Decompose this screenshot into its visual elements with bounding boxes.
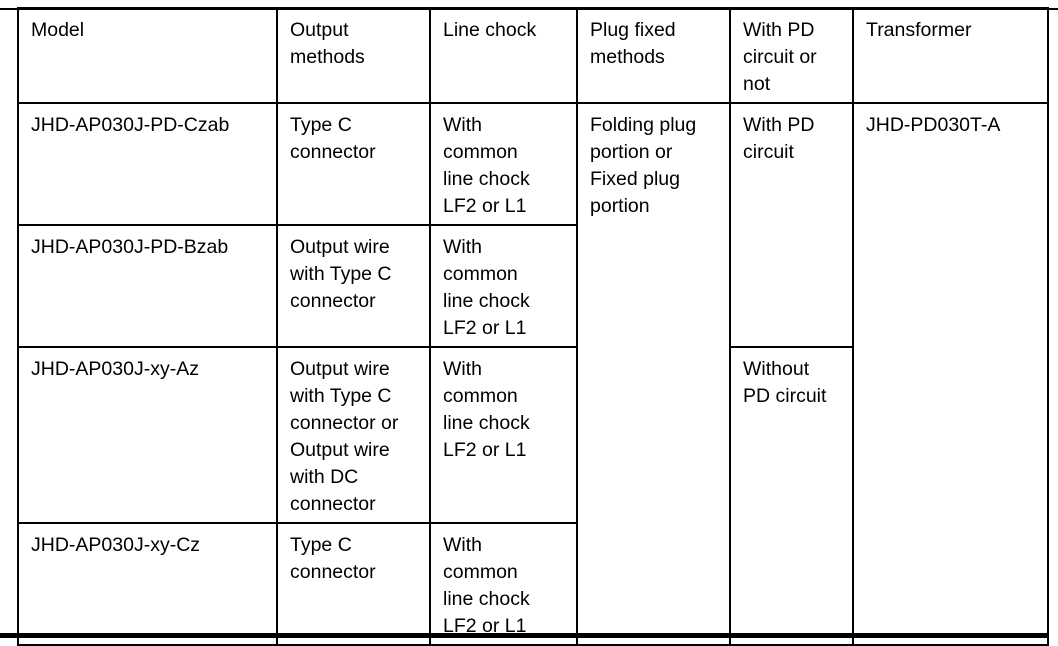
cell-output-methods-row3: Output wire with Type C connector or Out… — [276, 346, 431, 524]
header-cell-output-methods: Output methods — [276, 7, 431, 104]
table-row: JHD-AP030J-PD-Bzab Output wire with Type… — [17, 224, 1048, 348]
cell-line-chock-row1: With common line chock LF2 or L1 — [429, 102, 578, 226]
table-header-row: Model Output methods Line chock Plug fix… — [17, 7, 1049, 104]
spec-table: Model Output methods Line chock Plug fix… — [17, 7, 1049, 646]
header-cell-transformer: Transformer — [852, 7, 1049, 104]
table-row: JHD-AP030J-xy-Az Output wire with Type C… — [17, 346, 1048, 646]
header-cell-line-chock: Line chock — [429, 7, 578, 104]
cell-model-row3: JHD-AP030J-xy-Az — [17, 346, 278, 524]
cell-output-methods-row4: Type C connector — [276, 522, 431, 646]
cell-model-row2: JHD-AP030J-PD-Bzab — [17, 224, 278, 348]
cell-pd-circuit-with: With PD circuit — [729, 102, 854, 348]
table-bottom-thick-rule — [0, 633, 1048, 638]
cell-output-methods-row1: Type C connector — [276, 102, 431, 226]
cell-line-chock-row4: With common line chock LF2 or L1 — [429, 522, 578, 646]
header-cell-pd-circuit: With PD circuit or not — [729, 7, 854, 104]
page-top-rule — [0, 8, 1058, 10]
cell-model-row4: JHD-AP030J-xy-Cz — [17, 522, 278, 646]
cell-plug-fixed-methods-merged: Folding plug portion or Fixed plug porti… — [576, 102, 731, 646]
cell-line-chock-row2: With common line chock LF2 or L1 — [429, 224, 578, 348]
table-row: JHD-AP030J-PD-Czab Type C connector With… — [17, 102, 1049, 646]
cell-line-chock-row3: With common line chock LF2 or L1 — [429, 346, 578, 524]
cell-pd-circuit-without: Without PD circuit — [729, 346, 854, 646]
header-cell-plug-fixed-methods: Plug fixed methods — [576, 7, 731, 104]
cell-output-methods-row2: Output wire with Type C connector — [276, 224, 431, 348]
table-row: JHD-AP030J-xy-Cz Type C connector With c… — [17, 522, 1048, 646]
cell-model-row1: JHD-AP030J-PD-Czab — [17, 102, 278, 226]
header-cell-model: Model — [17, 7, 278, 104]
cell-transformer-merged: JHD-PD030T-A — [852, 102, 1049, 646]
